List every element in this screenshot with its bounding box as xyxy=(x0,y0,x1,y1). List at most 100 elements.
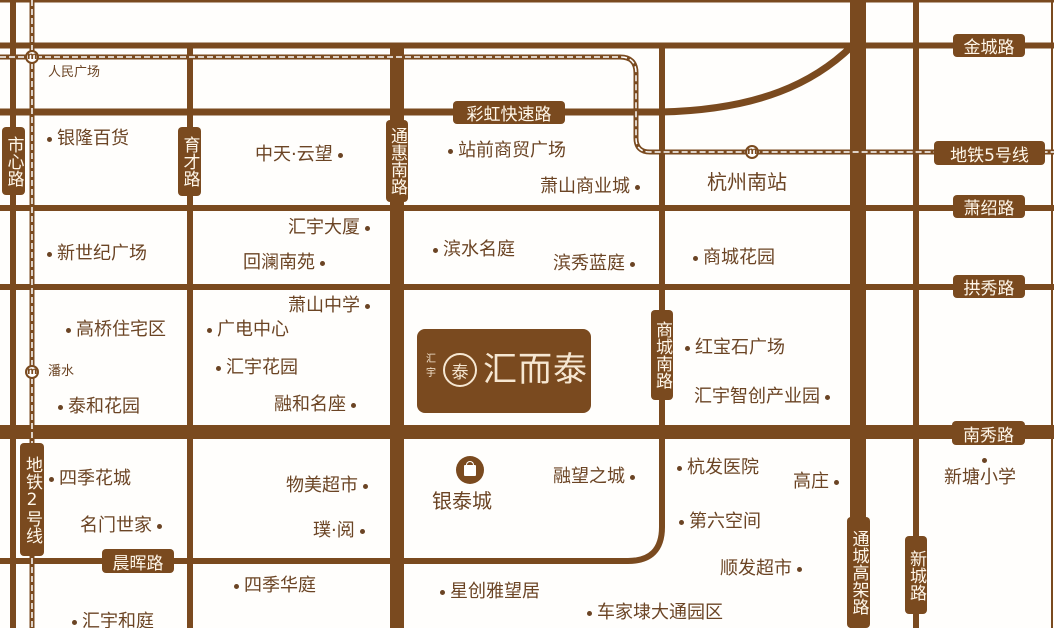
poi-huiyu-tower: 汇宇大厦 xyxy=(288,218,375,238)
poi-hongbaoshi: 红宝石广场 xyxy=(680,338,785,358)
poi-dot xyxy=(630,474,635,480)
poi-dot xyxy=(359,528,365,534)
poi-dot xyxy=(207,327,212,333)
poi-dot xyxy=(630,261,635,267)
poi-dot xyxy=(982,458,987,463)
poi-dot xyxy=(679,519,684,525)
road-label-yucai: 育才路 xyxy=(178,127,201,196)
poi-label: 星创雅望居 xyxy=(450,581,540,602)
station-hangzhou-south: 杭州南站 xyxy=(707,170,787,194)
poi-dot xyxy=(49,476,54,482)
poi-label: 杭发医院 xyxy=(687,457,759,478)
poi-xiaoshan-school: 萧山中学 xyxy=(288,296,375,316)
poi-dot xyxy=(693,255,698,261)
poi-label: 车家埭大通园区 xyxy=(597,602,723,623)
poi-dot xyxy=(58,404,63,410)
poi-label: 第六空间 xyxy=(689,511,761,532)
poi-zhanqian: 站前商贸广场 xyxy=(443,141,566,161)
poi-label: 滨秀蓝庭 xyxy=(553,253,625,274)
poi-wumei: 物美超市 xyxy=(286,476,373,496)
poi-puyue: 璞·阅 xyxy=(313,521,370,541)
poi-dot xyxy=(635,184,640,190)
poi-label: 四季华庭 xyxy=(244,575,316,596)
poi-label: 银隆百货 xyxy=(57,128,129,149)
metro-station-icon: m xyxy=(25,50,39,64)
poi-label: 红宝石广场 xyxy=(695,337,785,358)
poi-dot xyxy=(157,523,162,529)
poi-huiyu-heting: 汇宇和庭 xyxy=(67,612,154,628)
poi-label: 广电中心 xyxy=(217,319,289,340)
poi-taihe: 泰和花园 xyxy=(53,397,140,417)
poi-shangcheng-garden: 商城花园 xyxy=(688,248,775,268)
road-label-shixin: 市心路 xyxy=(2,127,25,195)
poi-dot xyxy=(825,394,830,400)
metro-station-icon: m xyxy=(25,365,39,379)
project-marker[interactable]: 汇宇 泰 汇而泰 xyxy=(417,329,591,413)
poi-dot xyxy=(440,589,445,595)
poi-label: 汇宇大厦 xyxy=(288,217,360,238)
poi-label: 物美超市 xyxy=(286,475,358,496)
poi-label: 高桥住宅区 xyxy=(76,319,166,340)
poi-label: 站前商贸广场 xyxy=(458,140,566,161)
poi-siji-city: 四季花城 xyxy=(44,469,131,489)
poi-dot xyxy=(433,247,438,253)
poi-dot xyxy=(66,327,71,333)
landmark-yintai: 银泰城 xyxy=(432,489,492,513)
road-label-tonghuinan: 通惠南路 xyxy=(386,120,408,202)
poi-dot xyxy=(47,136,52,142)
poi-dot xyxy=(685,345,690,351)
poi-hangfa: 杭发医院 xyxy=(672,458,759,478)
poi-label: 萧山中学 xyxy=(288,295,360,316)
poi-huilan: 回澜南苑 xyxy=(243,253,330,273)
road-label-shangchengnan: 商城南路 xyxy=(651,310,673,400)
poi-dot xyxy=(47,251,52,257)
poi-guangdian: 广电中心 xyxy=(202,320,289,340)
poi-binxiu: 滨秀蓝庭 xyxy=(553,254,640,274)
road-label-metro5: 地铁5号线 xyxy=(934,141,1045,166)
poi-rongwang: 融望之城 xyxy=(553,467,640,487)
poi-gaoqiao: 高桥住宅区 xyxy=(61,320,166,340)
station-renmin: 人民广场 xyxy=(48,65,101,80)
poi-label: 高庄 xyxy=(793,471,829,492)
road-chenhui xyxy=(0,45,665,564)
poi-shunfa: 顺发超市 xyxy=(720,559,807,579)
poi-yinlong: 银隆百货 xyxy=(42,129,129,149)
poi-label: 四季花城 xyxy=(59,468,131,489)
poi-label: 商城花园 xyxy=(703,247,775,268)
poi-dot xyxy=(72,619,77,625)
poi-label: 名门世家 xyxy=(80,515,152,536)
poi-dot xyxy=(320,260,325,266)
road-label-nanxiu: 南秀路 xyxy=(952,421,1025,446)
poi-xinshiji: 新世纪广场 xyxy=(42,244,147,264)
poi-zhongtian: 中天·云望 xyxy=(255,145,348,165)
poi-label: 汇宇和庭 xyxy=(82,611,154,628)
poi-dot xyxy=(448,148,453,154)
poi-label: 融和名座 xyxy=(274,394,346,415)
poi-dot xyxy=(337,152,343,158)
poi-xintang: 新塘小学 xyxy=(944,467,1016,488)
poi-label: 璞·阅 xyxy=(313,520,355,541)
road-label-caihong: 彩虹快速路 xyxy=(453,101,565,125)
poi-huiyu-garden: 汇宇花园 xyxy=(211,358,298,378)
poi-xingchuang: 星创雅望居 xyxy=(435,582,540,602)
poi-dot xyxy=(677,465,682,471)
poi-dot xyxy=(216,365,221,371)
poi-dot xyxy=(834,479,839,485)
poi-dot xyxy=(587,610,592,616)
poi-label: 萧山商业城 xyxy=(540,176,630,197)
road-label-metro2: 地铁2号线 xyxy=(20,443,44,556)
project-name: 汇而泰 xyxy=(483,350,588,390)
road-label-jincheng: 金城路 xyxy=(953,34,1025,58)
poi-label: 滨水名庭 xyxy=(443,239,515,260)
poi-xiaoshan-mall: 萧山商业城 xyxy=(540,177,645,197)
poi-dot xyxy=(797,566,802,572)
project-logo-icon: 泰 xyxy=(443,353,477,387)
road-caihong xyxy=(0,43,855,116)
poi-label: 汇宇智创产业园 xyxy=(694,386,820,407)
shopping-bag-icon xyxy=(456,456,484,484)
poi-dot xyxy=(234,583,239,589)
road-label-xincheng: 新城路 xyxy=(905,536,927,614)
road-label-gongxiu: 拱秀路 xyxy=(953,275,1025,299)
metro-station-icon: m xyxy=(745,145,759,159)
poi-label: 泰和花园 xyxy=(68,396,140,417)
